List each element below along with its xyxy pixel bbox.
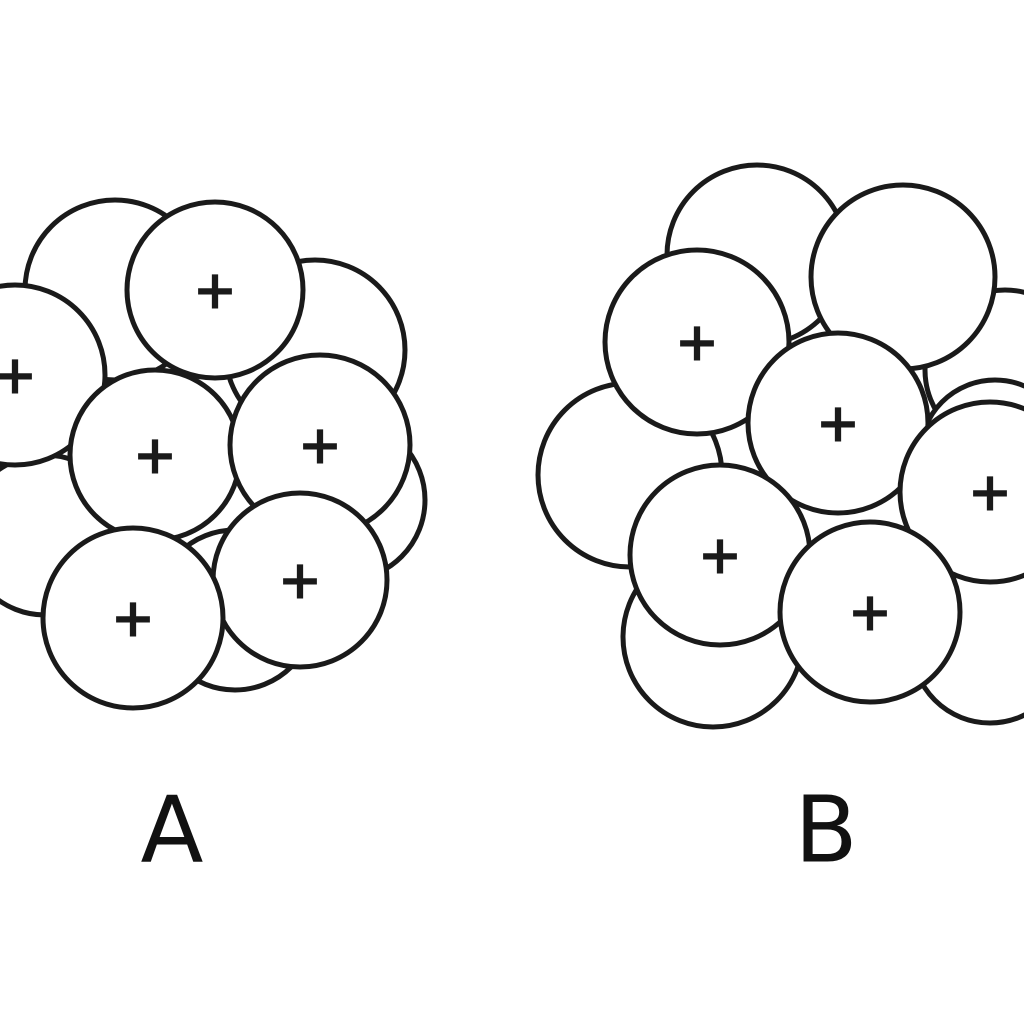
proton: + bbox=[227, 352, 413, 538]
proton: + bbox=[40, 525, 226, 711]
proton: + bbox=[124, 199, 306, 381]
plus-charge-icon: + bbox=[132, 424, 177, 487]
cluster-a-label: A bbox=[141, 777, 204, 884]
proton: + bbox=[67, 367, 243, 543]
plus-charge-icon: + bbox=[0, 344, 38, 407]
plus-charge-icon: + bbox=[192, 259, 237, 322]
particle-circle bbox=[602, 247, 792, 437]
particle-circle bbox=[124, 199, 306, 381]
plus-charge-icon: + bbox=[110, 587, 155, 650]
proton: + bbox=[777, 519, 963, 705]
cluster-a: + + + + + + bbox=[0, 197, 428, 711]
plus-charge-icon: + bbox=[697, 524, 742, 587]
plus-charge-icon: + bbox=[297, 414, 342, 477]
plus-charge-icon: + bbox=[815, 392, 860, 455]
cluster-b: + + + + + bbox=[535, 162, 1024, 730]
plus-charge-icon: + bbox=[847, 581, 892, 644]
plus-charge-icon: + bbox=[277, 549, 322, 612]
cluster-b-label: B bbox=[794, 777, 857, 884]
proton: + bbox=[897, 399, 1024, 585]
particle-circle bbox=[745, 330, 931, 516]
plus-charge-icon: + bbox=[967, 461, 1012, 524]
plus-charge-icon: + bbox=[674, 311, 719, 374]
proton: + bbox=[745, 330, 931, 516]
particle-circle bbox=[40, 525, 226, 711]
particle-circle bbox=[897, 399, 1024, 585]
proton: + bbox=[210, 490, 390, 670]
proton: + bbox=[602, 247, 792, 437]
particle-circle bbox=[777, 519, 963, 705]
